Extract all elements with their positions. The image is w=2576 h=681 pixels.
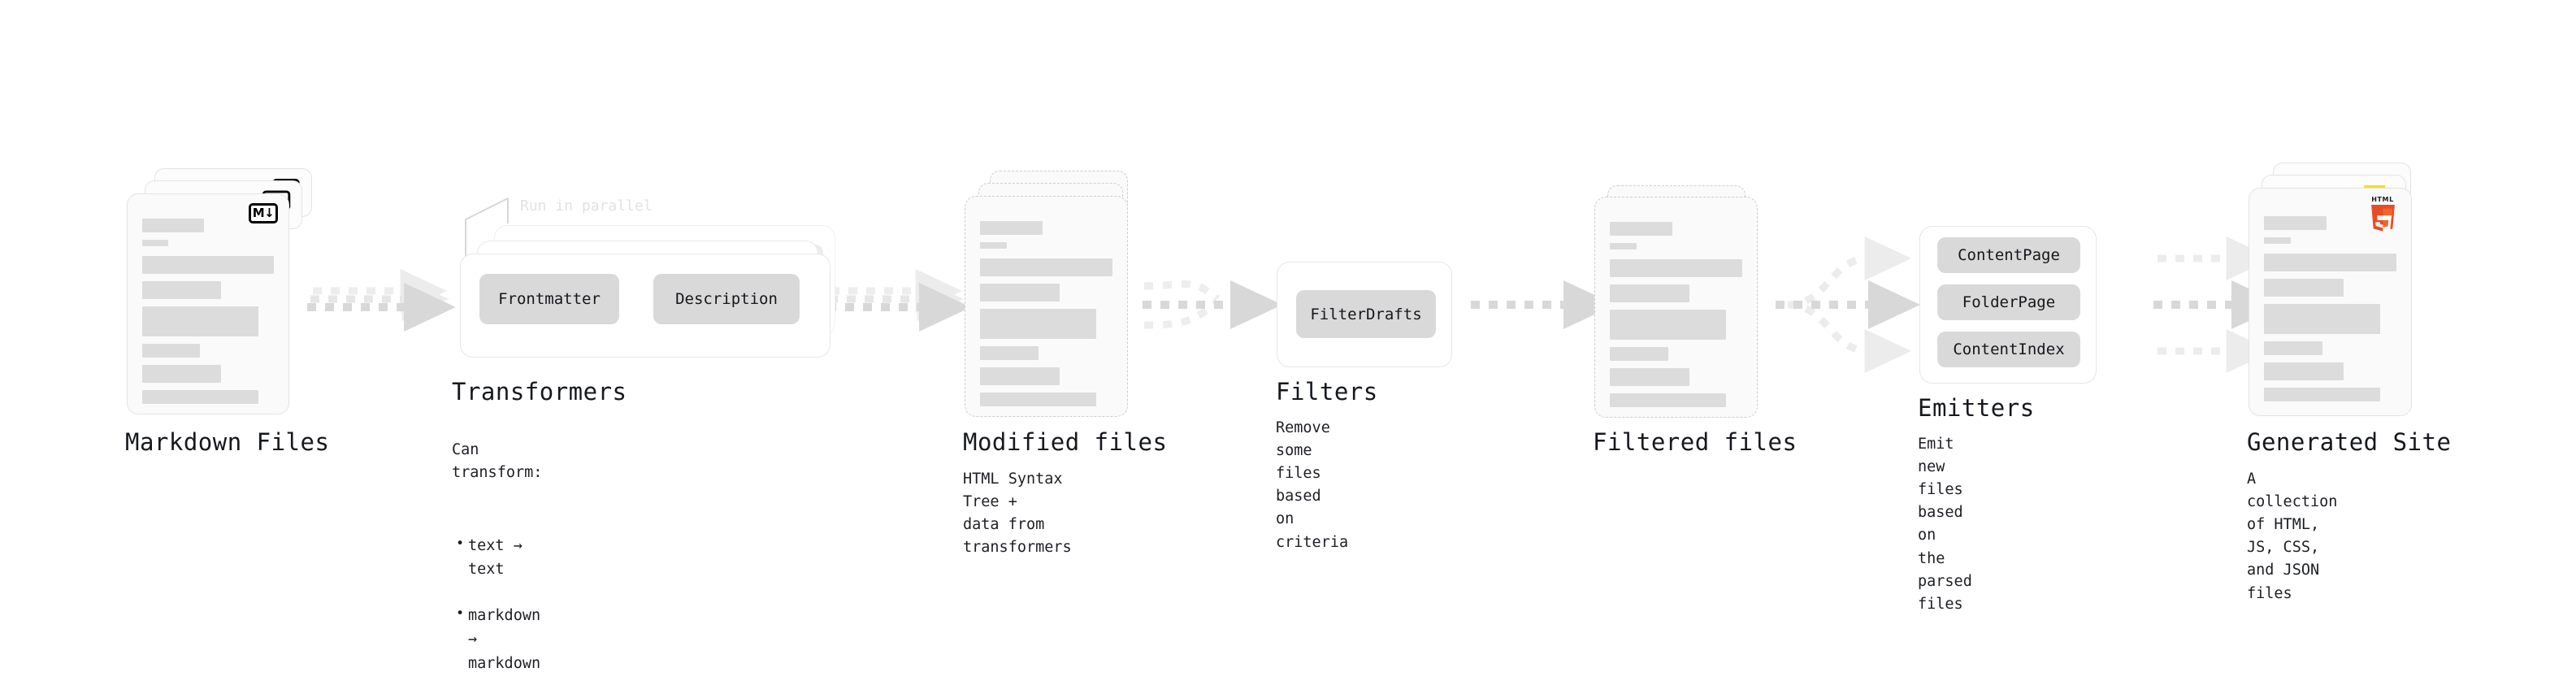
file-skeleton xyxy=(2264,216,2396,409)
html5-badge-wordmark: HTML xyxy=(2371,196,2394,203)
run-in-parallel-label: Run in parallel xyxy=(520,197,653,215)
markdown-file-card-front: M↓ xyxy=(127,193,289,414)
stage-desc-modified-files: HTML Syntax Tree + data from transformer… xyxy=(963,471,1072,557)
file-skeleton xyxy=(1610,222,1742,414)
stage-title-filters: Filters xyxy=(1276,378,1378,406)
stage-title-emitters: Emitters xyxy=(1918,394,2035,422)
stage-title-filtered-files: Filtered files xyxy=(1593,428,1798,456)
connector-markdown-to-transformers xyxy=(307,269,456,332)
stage-title-transformers: Transformers xyxy=(452,378,627,406)
skeleton-bar xyxy=(980,284,1060,301)
skeleton-bar xyxy=(1610,347,1668,361)
connector-transformers-to-modified xyxy=(827,269,971,332)
transformer-pill-description[interactable]: Description xyxy=(653,274,800,324)
stage-desc-generated-site: A collection of HTML, JS, CSS, and JSON … xyxy=(2247,471,2338,602)
skeleton-bar xyxy=(142,256,274,274)
connector-modified-to-filters xyxy=(1143,280,1282,329)
html5-badge-icon: HTML xyxy=(2367,197,2398,238)
skeleton-bar xyxy=(980,346,1039,360)
skeleton-bar xyxy=(2264,388,2381,401)
skeleton-bar xyxy=(1610,284,1689,302)
stage-title-markdown-files: Markdown Files xyxy=(125,428,330,456)
generated-file-card-front: HTML xyxy=(2249,188,2412,416)
transformers-bullet-item: markdown → markdown xyxy=(452,603,542,675)
file-skeleton xyxy=(980,221,1112,414)
skeleton-bar xyxy=(980,393,1097,406)
stage-desc-transformers: Can transform: text → text markdown → ma… xyxy=(452,416,542,681)
skeleton-bar xyxy=(142,390,258,404)
connector-filtered-to-emitters xyxy=(1776,236,1920,373)
transformer-pill-label: Frontmatter xyxy=(498,290,601,308)
file-skeleton xyxy=(142,219,274,411)
stage-desc-filters: Remove some files based on criteria xyxy=(1276,419,1349,551)
skeleton-bar xyxy=(1610,222,1672,236)
skeleton-bar xyxy=(980,258,1112,276)
filtered-file-card-front xyxy=(1594,197,1758,418)
transformer-pill-label: Description xyxy=(675,290,778,308)
stage-title-generated-site: Generated Site xyxy=(2247,428,2452,456)
skeleton-bar xyxy=(980,309,1097,339)
connector-emitters-to-site xyxy=(2153,236,2283,373)
skeleton-bar xyxy=(142,219,205,232)
skeleton-bar xyxy=(2264,304,2381,334)
html5-shield-icon xyxy=(2370,205,2395,232)
stage-title-modified-files: Modified files xyxy=(963,428,1168,456)
transformers-bullet-list: text → text markdown → markdown html → h… xyxy=(452,510,542,681)
transformers-desc-lead: Can transform: xyxy=(452,441,543,482)
modified-file-card-front xyxy=(965,196,1128,417)
skeleton-bar xyxy=(142,344,201,358)
stage-desc-emitters: Emit new files based on the parsed files xyxy=(1918,436,1972,613)
emitters-panel: ContentPage FolderPage ContentIndex xyxy=(1919,226,2097,384)
markdown-badge-text: M↓ xyxy=(252,206,275,220)
emitter-pill-contentpage[interactable]: ContentPage xyxy=(1937,237,2080,273)
skeleton-bar xyxy=(980,367,1060,385)
skeleton-bar xyxy=(2264,279,2344,297)
transformer-card-front: Frontmatter Description xyxy=(460,254,830,358)
transformers-bullet-item: text → text xyxy=(452,533,542,581)
skeleton-bar xyxy=(142,306,258,336)
emitter-pill-contentindex[interactable]: ContentIndex xyxy=(1937,332,2080,367)
skeleton-bar xyxy=(2264,237,2291,244)
skeleton-bar xyxy=(2264,341,2322,355)
skeleton-bar xyxy=(2264,254,2396,271)
transformer-pill-frontmatter[interactable]: Frontmatter xyxy=(479,274,619,324)
markdown-badge-icon: M↓ xyxy=(249,203,278,223)
filters-panel: FilterDrafts xyxy=(1277,262,1452,367)
skeleton-bar xyxy=(1610,243,1637,249)
emitter-pill-folderpage[interactable]: FolderPage xyxy=(1937,284,2080,320)
skeleton-bar xyxy=(1610,368,1689,386)
emitter-pill-label: FolderPage xyxy=(1962,293,2056,311)
filter-pill-label: FilterDrafts xyxy=(1310,305,1422,323)
skeleton-bar xyxy=(2264,216,2327,230)
skeleton-bar xyxy=(142,365,222,383)
skeleton-bar xyxy=(980,221,1043,235)
filter-pill-filterdrafts[interactable]: FilterDrafts xyxy=(1296,290,1436,338)
skeleton-bar xyxy=(2264,362,2344,380)
skeleton-bar xyxy=(142,240,169,246)
emitter-pill-label: ContentIndex xyxy=(1953,340,2065,358)
skeleton-bar xyxy=(142,281,222,299)
skeleton-bar xyxy=(980,242,1007,249)
skeleton-bar xyxy=(1610,259,1742,277)
skeleton-bar xyxy=(1610,393,1727,407)
emitter-pill-label: ContentPage xyxy=(1958,246,2060,264)
skeleton-bar xyxy=(1610,310,1727,340)
